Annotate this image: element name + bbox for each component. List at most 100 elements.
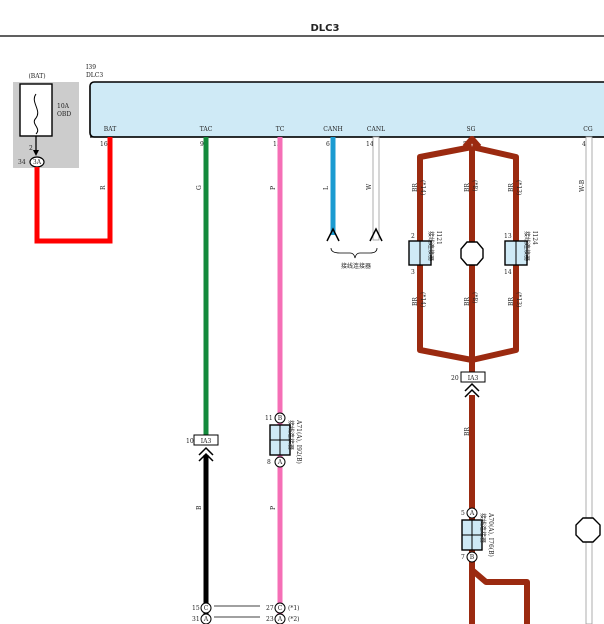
- b23-note: (*2): [288, 616, 300, 623]
- wire-tc-label: P: [270, 186, 277, 190]
- tc-conn-bottom-pin: 8: [267, 459, 271, 466]
- dlc-id: I39: [86, 64, 96, 71]
- fuse-pin-top: 2: [29, 145, 33, 152]
- wire-tac-label: G: [196, 185, 203, 190]
- sg-rb-wire: BR: [508, 297, 515, 306]
- sg-right-top-pin: 13: [504, 233, 512, 240]
- sg-rb-note: (*13): [515, 292, 522, 307]
- fuse-rating: 10A: [57, 103, 70, 110]
- fuse-arrow: [33, 150, 39, 156]
- junction-brace: [330, 247, 378, 259]
- b15-letter: C: [204, 605, 209, 612]
- sg-mb-wire: BR: [464, 297, 471, 306]
- b27-letter: C: [278, 605, 283, 612]
- ja3-left-box: [193, 434, 219, 446]
- sg-wire-labels: BR (*14) BR (*8) BR (*13) BR (*14) BR (*…: [412, 180, 522, 307]
- sg-conn-top-pin: 5: [461, 510, 465, 517]
- sg-lb-wire: BR: [412, 297, 419, 306]
- sg-left-top-pin: 2: [411, 233, 415, 240]
- fuse-frame: [19, 83, 53, 137]
- pin-bat: 16: [100, 141, 108, 148]
- b15-pin: 15: [192, 605, 200, 612]
- pin-canl: 14: [366, 141, 374, 148]
- sg-lower-connector: [461, 507, 483, 563]
- sg-rt-note: (*13): [515, 180, 522, 195]
- wire-tac-lower-label: B: [196, 505, 203, 510]
- wire-bat-label: R: [100, 185, 107, 190]
- term-sg: SG: [467, 126, 476, 133]
- canl-arrow: [369, 227, 383, 242]
- junction-label: 接线连接器: [341, 262, 371, 270]
- dlc-pin-numbers: 16 9 13 6 14 5 4: [100, 141, 586, 148]
- term-cg: CG: [583, 126, 593, 133]
- dlc-box: [89, 81, 604, 138]
- fuse-source: (BAT): [28, 73, 45, 80]
- diagram-title: DLC3: [311, 23, 340, 34]
- sg-left-conn-label: I121接线连接器: [427, 231, 442, 261]
- ja3-right-box: [460, 371, 486, 383]
- canh-arrow: [326, 227, 340, 242]
- sg-right-conn-label: I124接线连接器: [523, 231, 538, 261]
- tc-conn-label: A71(A), I92(B)接线连接器: [287, 419, 302, 464]
- tc-connector: [269, 412, 291, 468]
- sg-left-connector: [408, 240, 432, 266]
- ja3-right-chevrons: [464, 382, 480, 398]
- sg-conn-label-text: A70(A), I76(B)接线连接器: [479, 512, 494, 557]
- sg-lt-wire: BR: [412, 183, 419, 192]
- b31-letter: A: [203, 616, 209, 623]
- dlc-terminal-labels: BAT TAC TC CANH CANL SG CG: [104, 126, 593, 133]
- ja3-left-conn: IA3: [201, 438, 212, 445]
- b31-pin: 31: [192, 616, 200, 623]
- sg-left-bot-pin: 3: [411, 269, 415, 276]
- tc-conn-label-text: A71(A), I92(B)接线连接器: [287, 419, 302, 464]
- pin-tac: 9: [200, 141, 204, 148]
- tc-conn-bottom-letter: A: [277, 459, 283, 466]
- b27-pin: 27: [266, 605, 274, 612]
- sg-right-conn-label-text: I124接线连接器: [523, 231, 538, 261]
- term-canl: CANL: [367, 126, 385, 133]
- sg-right-connector: [504, 240, 528, 266]
- term-canh: CANH: [323, 126, 342, 133]
- tc-conn-top-pin: 11: [265, 415, 273, 422]
- sg-mid-junction: [460, 241, 484, 266]
- ja3-right-conn: IA3: [468, 375, 479, 382]
- wire-cg: [585, 136, 593, 624]
- wire-bat: [34, 137, 113, 244]
- sg-conn-top-letter: A: [469, 510, 475, 517]
- sg-conn-bottom-letter: B: [470, 554, 475, 561]
- sg-conn-label: A70(A), I76(B)接线连接器: [479, 512, 494, 557]
- wire-cg-label: W-B: [579, 179, 586, 192]
- wire-canl: [372, 136, 380, 241]
- cg-junction: [575, 517, 601, 543]
- sg-down-wire-label: BR: [464, 427, 471, 436]
- ja3-right-pin: 20: [451, 375, 459, 382]
- sg-mt-note: (*8): [471, 180, 478, 192]
- sg-mb-note: (*8): [471, 292, 478, 304]
- pin-tc: 13: [273, 141, 281, 148]
- term-bat: BAT: [104, 126, 116, 133]
- sg-right-bot-pin: 14: [504, 269, 512, 276]
- term-tc: TC: [276, 126, 285, 133]
- bottom-connectors: [200, 602, 286, 624]
- fuse-symbol: [33, 93, 39, 135]
- wire-tc-lower-label: P: [270, 506, 277, 510]
- wire-canl-label: W: [366, 183, 373, 190]
- b27-note: (*1): [288, 605, 300, 612]
- term-tac: TAC: [200, 126, 213, 133]
- sg-left-conn-label-text: I121接线连接器: [427, 231, 442, 261]
- dlc-name: DLC3: [86, 72, 103, 79]
- fuse-connector-label: 3A: [33, 159, 42, 166]
- ja3-left-pin: 10: [186, 438, 194, 445]
- pin-canh: 6: [326, 141, 330, 148]
- sg-mt-wire: BR: [464, 183, 471, 192]
- tc-conn-top-letter: B: [278, 415, 283, 422]
- b23-letter: A: [277, 616, 283, 623]
- wire-canh-label: L: [323, 186, 330, 190]
- sg-lt-note: (*14): [419, 180, 426, 195]
- b23-pin: 23: [266, 616, 274, 623]
- sg-conn-bottom-pin: 7: [461, 554, 465, 561]
- ja3-left-chevrons: [198, 446, 214, 462]
- pin-cg: 4: [582, 141, 586, 148]
- sg-rt-wire: BR: [508, 183, 515, 192]
